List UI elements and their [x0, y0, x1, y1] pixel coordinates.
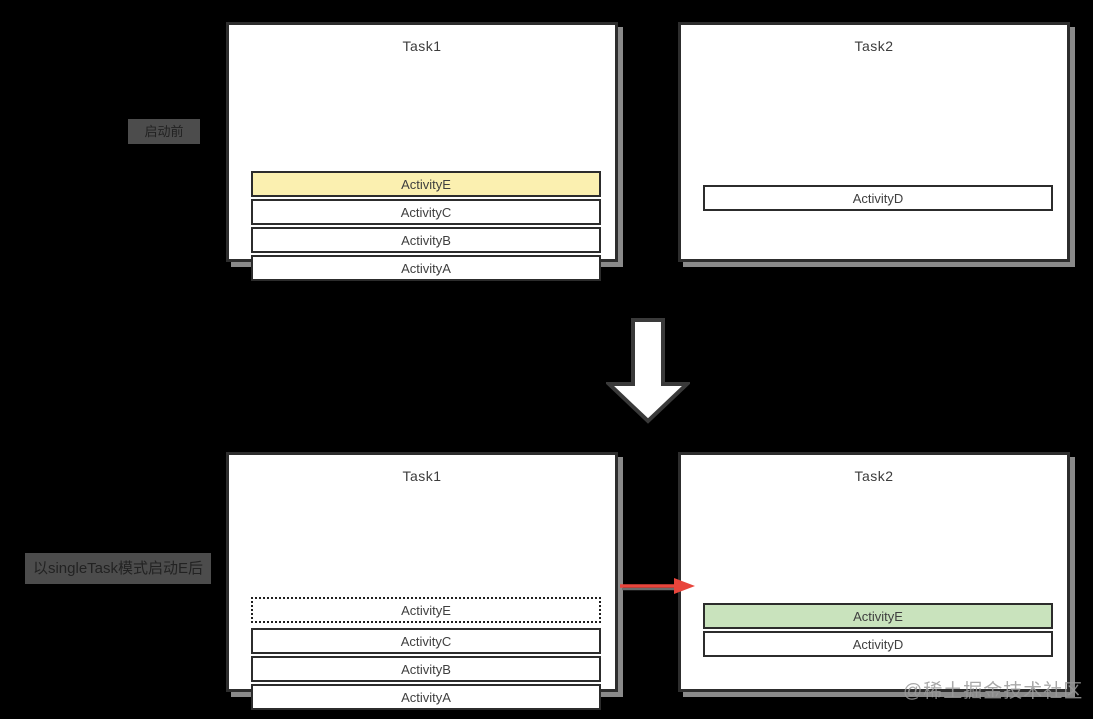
after-caption: 以singleTask模式启动E后 — [25, 553, 211, 584]
activity-row-c: ActivityC — [251, 628, 601, 654]
after-task2-panel: Task2 ActivityE ActivityD — [678, 452, 1070, 692]
panel-title: Task2 — [854, 38, 894, 54]
activity-row-c: ActivityC — [251, 199, 601, 225]
before-caption: 启动前 — [128, 119, 200, 144]
red-right-arrow-icon — [616, 575, 698, 604]
before-task2-panel: Task2 ActivityD — [678, 22, 1070, 262]
panel-title: Task1 — [402, 38, 442, 54]
watermark: @稀土掘金技术社区 — [903, 681, 1084, 702]
activity-row-b: ActivityB — [251, 227, 601, 253]
panel-title: Task1 — [402, 468, 442, 484]
activity-row-d: ActivityD — [703, 185, 1053, 211]
activity-row-e: ActivityE — [251, 171, 601, 197]
before-task1-panel: Task1 ActivityE ActivityC ActivityB Acti… — [226, 22, 618, 281]
down-arrow-icon — [603, 318, 693, 429]
activity-row-a: ActivityA — [251, 255, 601, 281]
activity-row-d: ActivityD — [703, 631, 1053, 657]
activity-row-a: ActivityA — [251, 684, 601, 710]
panel-title: Task2 — [854, 468, 894, 484]
after-task1-panel: Task1 ActivityE ActivityC ActivityB Acti… — [226, 452, 618, 710]
activity-row-e: ActivityE — [703, 603, 1053, 629]
activity-row-e-removed: ActivityE — [251, 597, 601, 623]
activity-row-b: ActivityB — [251, 656, 601, 682]
